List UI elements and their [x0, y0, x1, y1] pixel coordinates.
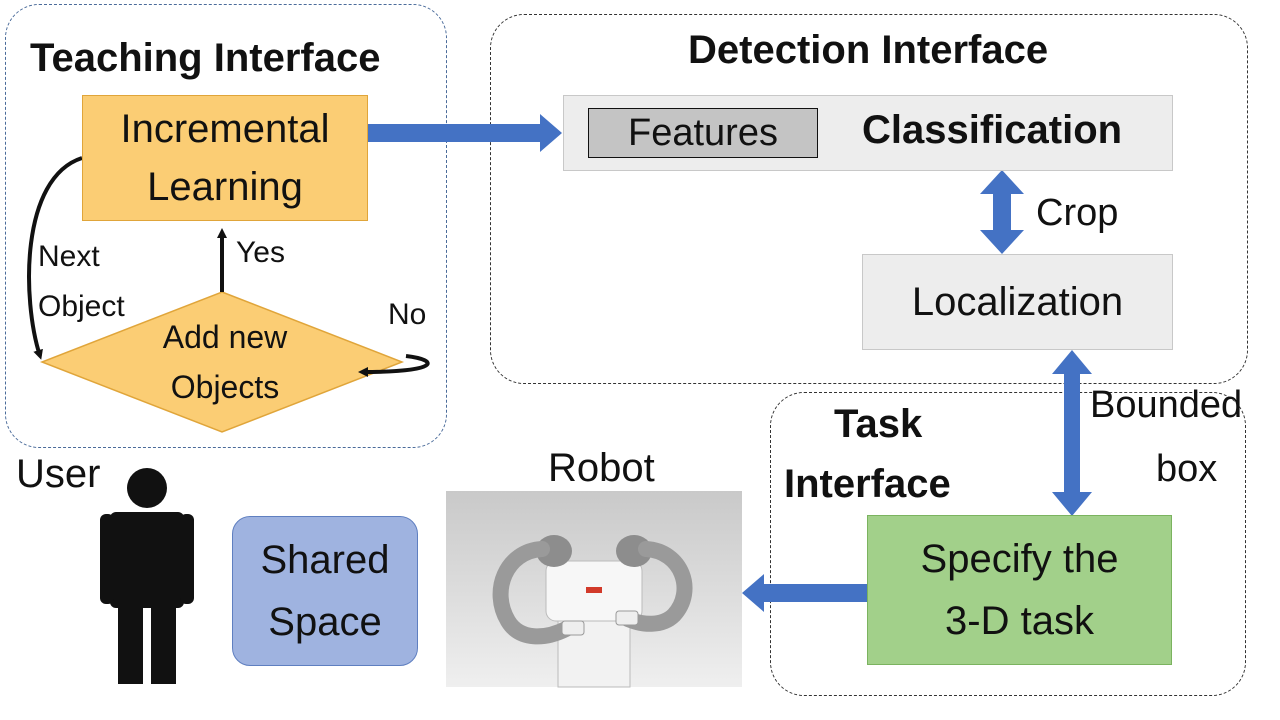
learning-to-classification-arrow [368, 114, 562, 152]
specify-task-box: Specify the 3-D task [867, 515, 1172, 665]
decision-diamond [39, 291, 405, 433]
incremental-learning-line2: Learning [147, 165, 303, 209]
robot-label: Robot [548, 446, 655, 490]
detection-interface-panel [490, 14, 1248, 384]
task-interface-panel [770, 392, 1246, 696]
detection-interface-title: Detection Interface [688, 28, 1049, 72]
next-object-line2: Object [38, 290, 125, 323]
incremental-learning-box: Incremental Learning [82, 95, 368, 221]
yes-label: Yes [236, 236, 285, 269]
shared-space-box: Shared Space [232, 516, 418, 666]
box-label: box [1156, 448, 1218, 490]
task-interface-title-line2: Interface [784, 462, 951, 506]
task-to-robot-arrow [742, 574, 867, 612]
teaching-interface-panel [5, 4, 447, 448]
incremental-learning-line1: Incremental [120, 107, 330, 151]
crop-double-arrow [980, 170, 1024, 254]
features-box: Features [588, 108, 818, 158]
next-object-label: Next Object [38, 232, 125, 332]
localization-box: Localization [862, 254, 1173, 350]
no-label: No [388, 298, 427, 331]
decision-line2: Objects [170, 369, 280, 405]
shared-space-line2: Space [268, 600, 382, 644]
shared-space-line1: Shared [260, 538, 390, 582]
specify-task-line2: 3-D task [945, 599, 1094, 643]
specify-task-line1: Specify the [920, 537, 1119, 581]
robot-photo [446, 491, 742, 688]
teaching-interface-title: Teaching Interface [30, 36, 381, 80]
bounded-label: Bounded [1090, 384, 1243, 426]
decision-line1: Add new [162, 319, 288, 355]
user-figure-icon [100, 468, 194, 684]
no-loop-arrow [358, 354, 430, 377]
next-object-line1: Next [38, 240, 100, 273]
user-label: User [16, 452, 101, 496]
decision-label: Add new Objects [110, 312, 340, 412]
classification-label: Classification [862, 108, 1123, 152]
next-object-arrow [27, 156, 83, 360]
task-interface-title-line1: Task [834, 402, 923, 446]
crop-label: Crop [1036, 192, 1119, 234]
bounded-box-double-arrow [1052, 350, 1092, 516]
